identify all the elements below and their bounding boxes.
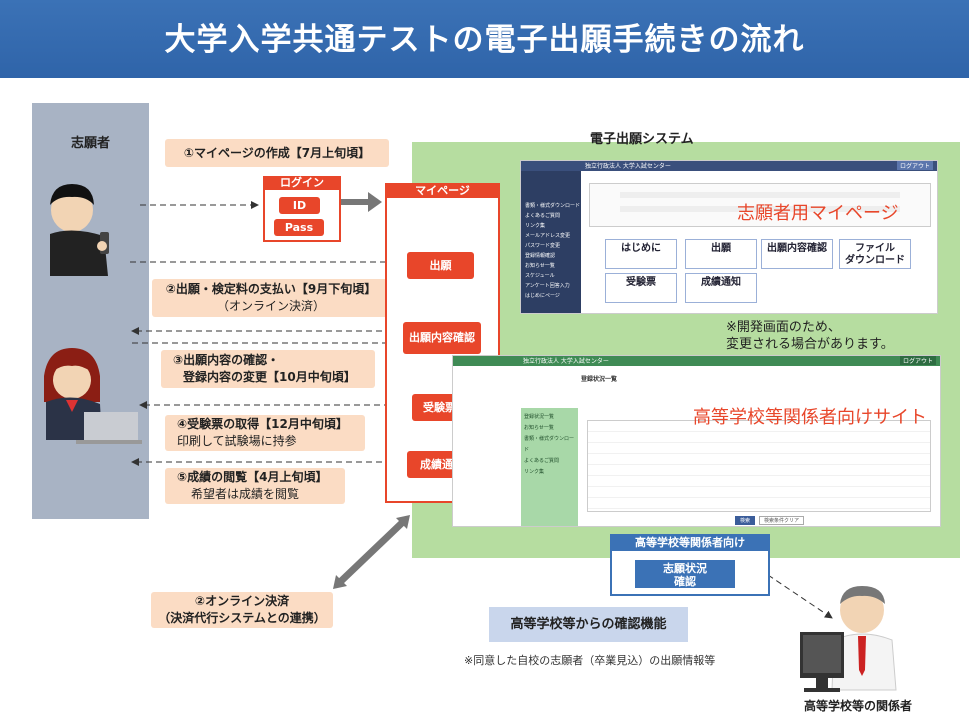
applicant-girl-icon bbox=[44, 348, 142, 444]
screenshot1-sidebar-item[interactable]: パスワード変更 bbox=[525, 243, 561, 249]
step-4: ④受験票の取得【12月中旬頃】 印刷して試験場に持参 bbox=[165, 415, 365, 451]
mypage-label: 志願者用マイページ bbox=[737, 203, 899, 224]
step-2-text: ②出願・検定料の支払い【9月下旬頃】 bbox=[165, 282, 377, 296]
applicant-boy-icon bbox=[50, 184, 109, 276]
dev-note: ※開発画面のため、 変更される場合があります。 bbox=[726, 319, 894, 353]
online-payment-text: ②オンライン決済 bbox=[194, 594, 290, 608]
screenshot1-org: 独立行政法人 大学入試センター bbox=[585, 163, 671, 170]
step-4-text: ④受験票の取得【12月中旬頃】 bbox=[177, 417, 348, 431]
screenshot1-sidebar-item[interactable]: お知らせ一覧 bbox=[525, 263, 555, 269]
screenshot1-logout[interactable]: ログアウト bbox=[896, 161, 933, 170]
step-4-sub: 印刷して試験場に持参 bbox=[177, 434, 297, 448]
step-3: ③出願内容の確認・ 登録内容の変更【10月中旬頃】 bbox=[161, 350, 375, 388]
application-status-button[interactable]: 志願状況 確認 bbox=[635, 560, 735, 588]
screenshot1-sidebar-item[interactable]: よくあるご質問 bbox=[525, 213, 561, 219]
screenshot1-sidebar-item[interactable]: 書類・様式ダウンロード bbox=[525, 203, 581, 209]
screenshot1-sidebar-item[interactable]: 登録情報確認 bbox=[525, 253, 556, 259]
screenshot2-sidebar-item[interactable]: 書類・様式ダウンロード bbox=[524, 436, 575, 453]
application-status-label-1: 志願状況 bbox=[663, 562, 707, 575]
screenshot1-sidebar-item[interactable]: スケジュール bbox=[525, 273, 555, 279]
system-title: 電子出願システム bbox=[590, 132, 694, 147]
screenshot1-sidebar-item[interactable]: アンケート回答入力 bbox=[525, 283, 570, 289]
screenshot2-clear-button[interactable]: 検索条件クリア bbox=[759, 516, 805, 525]
hs-site-screenshot: 独立行政法人 大学入試センター ログアウト 登録状況一覧お知らせ一覧書類・様式ダ… bbox=[452, 355, 941, 527]
application-status-label-2: 確認 bbox=[674, 575, 696, 588]
step-5-text: ⑤成績の閲覧【4月上旬頃】 bbox=[177, 470, 328, 484]
screenshot2-org: 独立行政法人 大学入試センター bbox=[523, 358, 609, 365]
screenshot2-sidebar-item[interactable]: リンク集 bbox=[524, 469, 545, 475]
screenshot2-form bbox=[587, 420, 931, 512]
screenshot1-sidebar-item[interactable]: リンク集 bbox=[525, 223, 546, 229]
step-2-sub: （オンライン決済） bbox=[216, 299, 325, 313]
login-header: ログイン bbox=[263, 176, 341, 190]
dev-note-line-2: 変更される場合があります。 bbox=[726, 337, 894, 352]
screenshot2-topbar: 独立行政法人 大学入試センター ログアウト bbox=[453, 356, 940, 366]
screenshot2-sidebar-item[interactable]: お知らせ一覧 bbox=[524, 425, 554, 431]
screenshot1-logo bbox=[521, 171, 581, 201]
screenshot2-logout[interactable]: ログアウト bbox=[899, 356, 936, 365]
mypage-screenshot: 独立行政法人 大学入試センター ログアウト 書類・様式ダウンロードよくあるご質問… bbox=[520, 160, 938, 314]
apply-button[interactable]: 出願 bbox=[407, 252, 474, 279]
step-5-sub: 希望者は成績を閲覧 bbox=[191, 487, 300, 501]
applicant-lane bbox=[32, 103, 149, 519]
hs-person-label: 高等学校等の関係者 bbox=[804, 699, 913, 713]
screenshot2-sidebar-item[interactable]: よくあるご質問 bbox=[524, 458, 560, 464]
step-3-text-b: 登録内容の変更【10月中旬頃】 bbox=[183, 370, 356, 384]
screenshot1-sidebar-list: 書類・様式ダウンロードよくあるご質問リンク集メールアドレス変更パスワード変更登録… bbox=[521, 201, 581, 301]
screenshot2-search-button[interactable]: 検索 bbox=[735, 516, 756, 525]
arrow-to-hs-person bbox=[767, 574, 833, 619]
step-online-payment: ②オンライン決済 （決済代行システムとの連携） bbox=[151, 592, 333, 628]
screenshot1-sidebar-item[interactable]: メールアドレス変更 bbox=[525, 233, 571, 239]
arrow-payment bbox=[335, 517, 408, 587]
screenshot1-tile[interactable]: 成績通知 bbox=[685, 273, 757, 303]
page-title: 大学入学共通テストの電子出願手続きの流れ bbox=[164, 22, 805, 58]
screenshot1-tile[interactable]: 受験票 bbox=[605, 273, 677, 303]
screenshot1-sidebar: 書類・様式ダウンロードよくあるご質問リンク集メールアドレス変更パスワード変更登録… bbox=[521, 171, 581, 313]
mypage-header: マイページ bbox=[385, 183, 500, 198]
step-5: ⑤成績の閲覧【4月上旬頃】 希望者は成績を閲覧 bbox=[165, 468, 345, 504]
hs-footnote: ※同意した自校の志願者（卒業見込）の出願情報等 bbox=[464, 654, 716, 667]
id-field[interactable]: ID bbox=[279, 197, 320, 214]
hs-site-label: 高等学校等関係者向けサイト bbox=[693, 407, 927, 428]
step-2: ②出願・検定料の支払い【9月下旬頃】 （オンライン決済） bbox=[152, 279, 390, 317]
title-banner: 大学入学共通テストの電子出願手続きの流れ bbox=[0, 0, 969, 78]
hs-panel-header: 高等学校等関係者向け bbox=[610, 534, 770, 551]
step-3-text-a: ③出願内容の確認・ bbox=[173, 353, 280, 367]
screenshot1-topbar: 独立行政法人 大学入試センター ログアウト bbox=[521, 161, 937, 171]
screenshot1-tile[interactable]: はじめに bbox=[605, 239, 677, 269]
dev-note-line-1: ※開発画面のため、 bbox=[726, 320, 841, 335]
screenshot1-tile[interactable]: ファイル ダウンロード bbox=[839, 239, 911, 269]
application-confirm-button[interactable]: 出願内容確認 bbox=[403, 322, 481, 354]
password-field[interactable]: Pass bbox=[274, 219, 324, 236]
screenshot1-tile[interactable]: 出願内容確認 bbox=[761, 239, 833, 269]
arrow-login-to-mypage bbox=[338, 192, 382, 212]
screenshot1-sidebar-item[interactable]: はじめにページ bbox=[525, 293, 560, 299]
screenshot2-sidebar-item[interactable]: 登録状況一覧 bbox=[524, 414, 555, 420]
school-staff-icon bbox=[800, 586, 897, 692]
online-payment-sub: （決済代行システムとの連携） bbox=[158, 611, 326, 625]
screenshot2-section-title: 登録状況一覧 bbox=[581, 376, 618, 383]
hs-feature-label: 高等学校等からの確認機能 bbox=[489, 607, 688, 642]
step-1: ①マイページの作成【7月上旬頃】 bbox=[165, 139, 389, 167]
screenshot1-notice bbox=[589, 183, 931, 227]
screenshot2-sidebar: 登録状況一覧お知らせ一覧書類・様式ダウンロードよくあるご質問リンク集 bbox=[521, 408, 578, 526]
step-1-text: ①マイページの作成【7月上旬頃】 bbox=[183, 146, 371, 160]
screenshot1-tile[interactable]: 出願 bbox=[685, 239, 757, 269]
applicant-label: 志願者 bbox=[70, 136, 110, 151]
